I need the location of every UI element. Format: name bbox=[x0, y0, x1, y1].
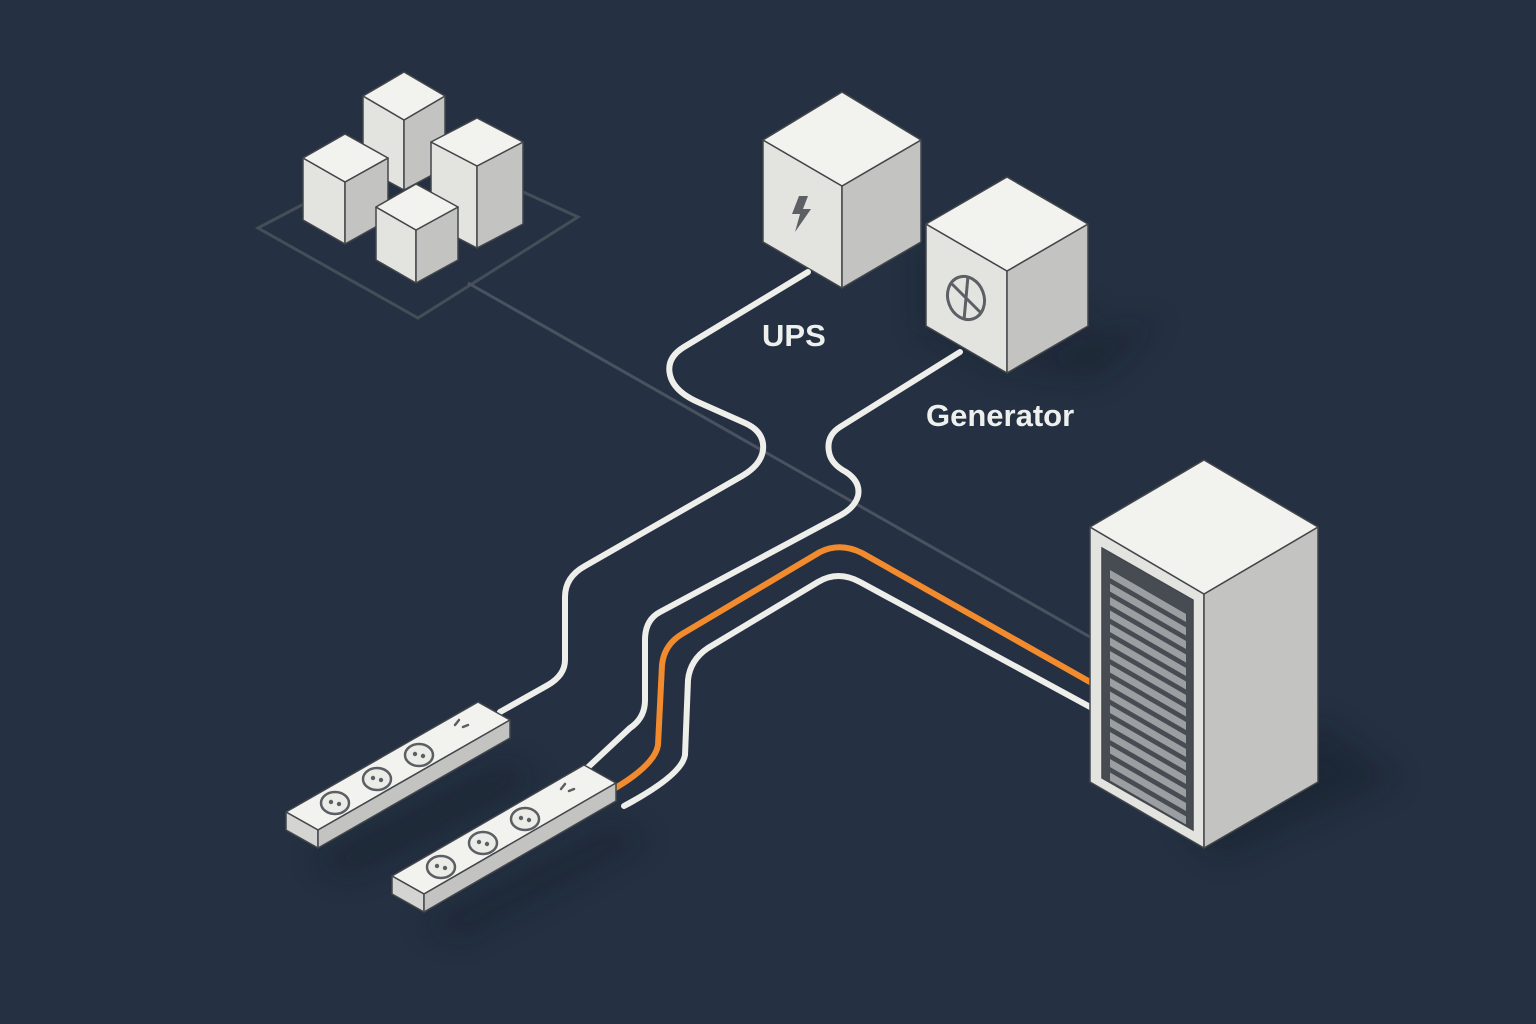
drive-slot bbox=[1110, 610, 1186, 663]
power-switch-icon bbox=[453, 718, 470, 729]
drive-slot bbox=[1110, 678, 1186, 730]
drive-slot bbox=[1110, 624, 1186, 676]
outlet bbox=[467, 830, 499, 856]
cable-generator-to-strip-2 bbox=[582, 349, 963, 773]
drive-slot bbox=[1110, 732, 1186, 784]
generator-cube-top-face bbox=[925, 176, 1089, 272]
outlet bbox=[403, 742, 435, 768]
drive-slot bbox=[1110, 691, 1186, 744]
drive-slot bbox=[1110, 759, 1186, 811]
drive-slot bbox=[1110, 637, 1186, 690]
building-left-top-face bbox=[302, 133, 389, 183]
server-rack-body-top-face bbox=[1089, 459, 1319, 595]
drive-slot bbox=[1110, 718, 1186, 771]
building-back bbox=[362, 71, 446, 191]
outlet bbox=[509, 806, 541, 832]
cables bbox=[497, 269, 1095, 809]
power-switch-icon bbox=[559, 782, 576, 793]
building-left bbox=[302, 133, 389, 245]
lightning-bolt-icon bbox=[792, 196, 811, 232]
grid-connection-line bbox=[467, 281, 1091, 639]
drive-slot bbox=[1110, 651, 1186, 703]
cable-strip-2-to-rack-orange bbox=[609, 544, 1093, 793]
ups-cube-top-face bbox=[762, 91, 922, 187]
building-right-top-face bbox=[430, 117, 524, 167]
building-back-top-face bbox=[362, 71, 446, 121]
drive-slot bbox=[1110, 597, 1186, 649]
power-strip-end-face bbox=[423, 782, 617, 913]
ups-unit bbox=[762, 91, 922, 289]
drive-slot bbox=[1110, 583, 1186, 636]
ups-label: UPS bbox=[762, 318, 826, 353]
power-strips bbox=[285, 701, 617, 913]
generator-label: Generator bbox=[926, 398, 1074, 433]
drive-slots bbox=[1110, 570, 1186, 825]
outlet bbox=[425, 854, 457, 880]
outlet bbox=[361, 766, 393, 792]
power-strip-2 bbox=[391, 764, 617, 913]
power-strip-1 bbox=[285, 701, 511, 849]
outlet bbox=[319, 790, 351, 816]
drive-slot bbox=[1110, 772, 1186, 825]
power-strip-end-face bbox=[317, 719, 511, 849]
building-front-top-face bbox=[375, 183, 459, 231]
drive-slot bbox=[1110, 664, 1186, 717]
server-rack bbox=[1089, 459, 1319, 849]
buildings-cluster bbox=[302, 71, 524, 284]
drive-slot bbox=[1110, 745, 1186, 798]
building-front bbox=[375, 183, 459, 284]
cable-ups-to-strip-1 bbox=[497, 269, 811, 715]
drive-slot bbox=[1110, 705, 1186, 757]
fan-icon bbox=[945, 274, 987, 322]
cable-strip-2-to-rack bbox=[621, 573, 1095, 809]
drive-slot bbox=[1110, 570, 1186, 622]
generator-unit bbox=[925, 176, 1089, 374]
